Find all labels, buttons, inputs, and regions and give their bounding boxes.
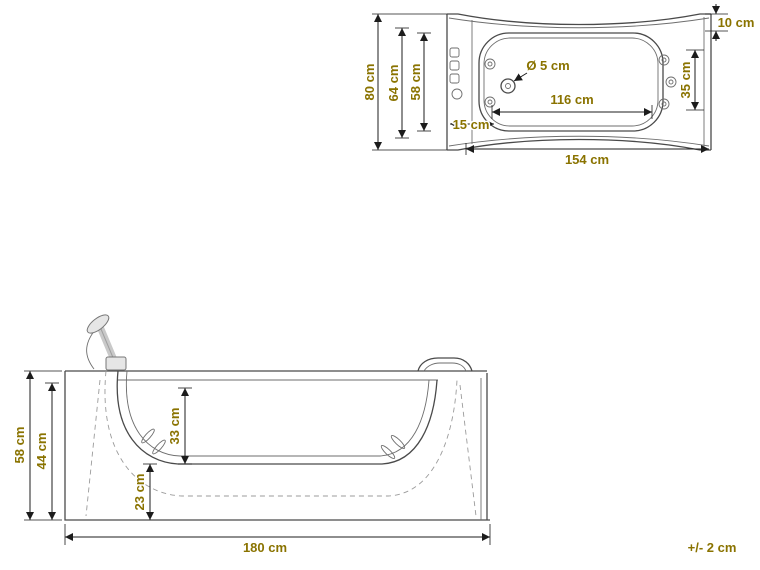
dim-top-inner-length-116: 116 cm	[491, 91, 653, 119]
jet-icons-top-view	[484, 54, 677, 110]
side-view-drawing	[64, 314, 490, 521]
dim-label-drain: Ø 5 cm	[526, 58, 569, 73]
dim-label-23cm: 23 cm	[132, 474, 147, 511]
control-panel-icons	[449, 47, 463, 100]
dim-label-58cm-side: 58 cm	[12, 427, 27, 464]
dim-top-right-inner-35: 35 cm	[677, 49, 704, 111]
dim-label-10cm: 10 cm	[718, 15, 755, 30]
dim-side-base-height-23: 23 cm	[131, 463, 157, 520]
dim-side-length-180: 180 cm	[64, 524, 491, 557]
hand-shower-icon	[86, 314, 127, 371]
dim-label-58cm-top: 58 cm	[408, 64, 423, 101]
drain-icon	[500, 78, 516, 94]
dim-top-rim-10: 10 cm	[705, 4, 756, 41]
dim-top-drain-diameter: Ø 5 cm	[513, 57, 571, 82]
dim-label-44cm: 44 cm	[34, 433, 49, 470]
dim-label-80cm: 80 cm	[362, 64, 377, 101]
dim-side-inner-height-44: 44 cm	[33, 382, 59, 520]
dim-top-width-mid-64: 64 cm	[385, 27, 409, 139]
dim-top-length-154: 154 cm	[465, 143, 709, 169]
dim-side-height-58: 58 cm	[11, 370, 62, 521]
dim-top-panel-15: 15 cm	[450, 116, 494, 134]
dim-label-116cm: 116 cm	[550, 92, 593, 107]
dim-label-15cm: 15 cm	[453, 117, 490, 132]
dim-top-width-inner-58: 58 cm	[407, 32, 431, 132]
tolerance-note: +/- 2 cm	[688, 540, 737, 555]
dim-label-33cm: 33 cm	[167, 408, 182, 445]
dim-top-width-outer-80: 80 cm	[361, 13, 447, 151]
dim-label-35cm: 35 cm	[678, 62, 693, 99]
dim-side-basin-depth-33: 33 cm	[166, 387, 192, 465]
dim-label-64cm: 64 cm	[386, 65, 401, 102]
headrest	[417, 357, 473, 372]
dim-label-180cm: 180 cm	[243, 540, 287, 555]
jet-icons-side-view	[141, 428, 406, 459]
dim-label-154cm: 154 cm	[565, 152, 609, 167]
